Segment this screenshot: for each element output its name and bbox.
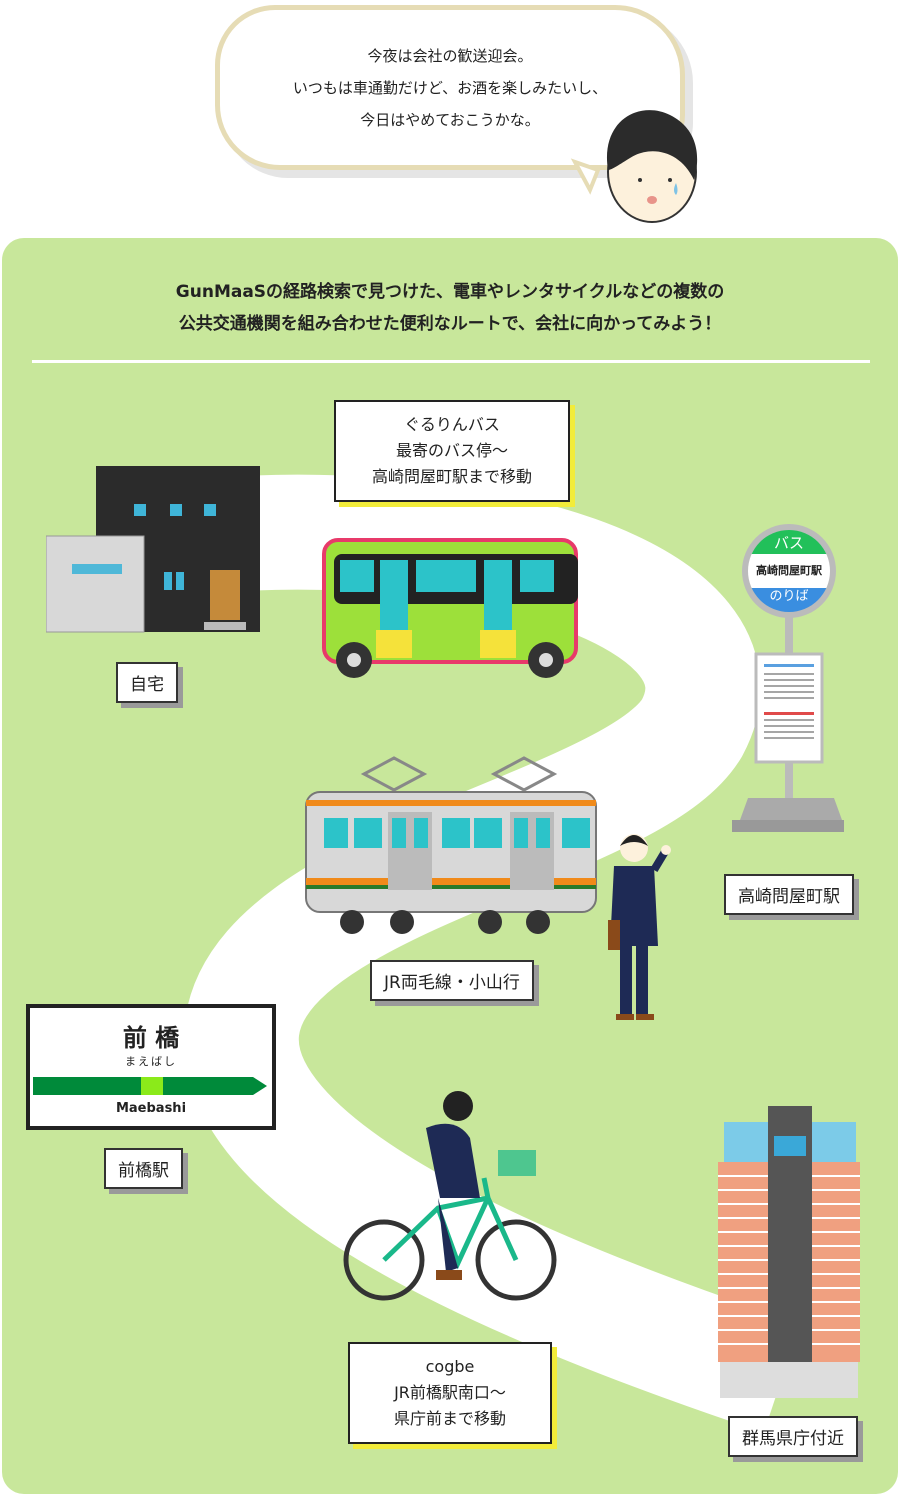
intro-text: GunMaaSの経路検索で見つけた、電車やレンタサイクルなどの複数の 公共交通機… <box>2 276 898 340</box>
callout-line: ぐるりんバス <box>404 415 500 434</box>
line-label-jr: JR両毛線・小山行 <box>370 960 534 1001</box>
cycle-callout: cogbe JR前橋駅南口〜 県庁前まで移動 <box>348 1342 552 1444</box>
intro-line: GunMaaSの経路検索で見つけた、電車やレンタサイクルなどの複数の <box>175 282 725 302</box>
prefectural-office-building-icon <box>718 1106 860 1398</box>
jr-line-bar <box>33 1077 267 1095</box>
train-icon <box>305 756 597 934</box>
callout-line: JR前橋駅南口〜 <box>394 1383 506 1402</box>
stop-label-kencho: 群馬県庁付近 <box>728 1416 858 1457</box>
worried-man-icon <box>570 110 698 223</box>
stop-label-maebashi: 前橋駅 <box>104 1148 183 1189</box>
callout-line: 高崎問屋町駅まで移動 <box>371 467 532 486</box>
bus-stop-sign: バス 高崎問屋町駅 のりば <box>742 524 836 618</box>
stop-label-home: 自宅 <box>116 662 178 703</box>
divider <box>32 360 870 363</box>
station-kana: まえばし <box>125 1055 177 1068</box>
stop-label-takasaki-tonyamachi: 高崎問屋町駅 <box>724 874 854 915</box>
callout-line: 最寄のバス停〜 <box>395 441 508 460</box>
callout-line: cogbe <box>425 1357 475 1376</box>
speech-line: 今日はやめておこうかな。 <box>360 110 540 129</box>
route-panel: GunMaaSの経路検索で見つけた、電車やレンタサイクルなどの複数の 公共交通機… <box>2 238 898 1494</box>
bus-stop-pole-icon <box>732 616 844 832</box>
businessman-icon <box>608 834 671 1020</box>
bus-icon <box>322 538 578 678</box>
bus-stop-name: 高崎問屋町駅 <box>748 554 830 588</box>
cyclist-icon <box>343 1091 557 1301</box>
station-sign: 前 橋 まえばし Maebashi <box>26 1004 276 1130</box>
speech-bubble: 今夜は会社の歓送迎会。 いつもは車通勤だけど、お酒を楽しみたいし、 今日はやめて… <box>215 5 685 170</box>
speech-line: いつもは車通勤だけど、お酒を楽しみたいし、 <box>292 78 608 97</box>
callout-line: 県庁前まで移動 <box>393 1409 506 1428</box>
station-kanji: 前 橋 <box>122 1024 180 1052</box>
intro-line: 公共交通機関を組み合わせた便利なルートで、会社に向かってみよう！ <box>178 314 722 334</box>
bus-callout: ぐるりんバス 最寄のバス停〜 高崎問屋町駅まで移動 <box>334 400 570 502</box>
house-icon <box>46 466 260 633</box>
station-romaji: Maebashi <box>115 1101 187 1116</box>
speech-line: 今夜は会社の歓送迎会。 <box>367 46 533 65</box>
bus-stop-top: バス <box>748 530 830 554</box>
